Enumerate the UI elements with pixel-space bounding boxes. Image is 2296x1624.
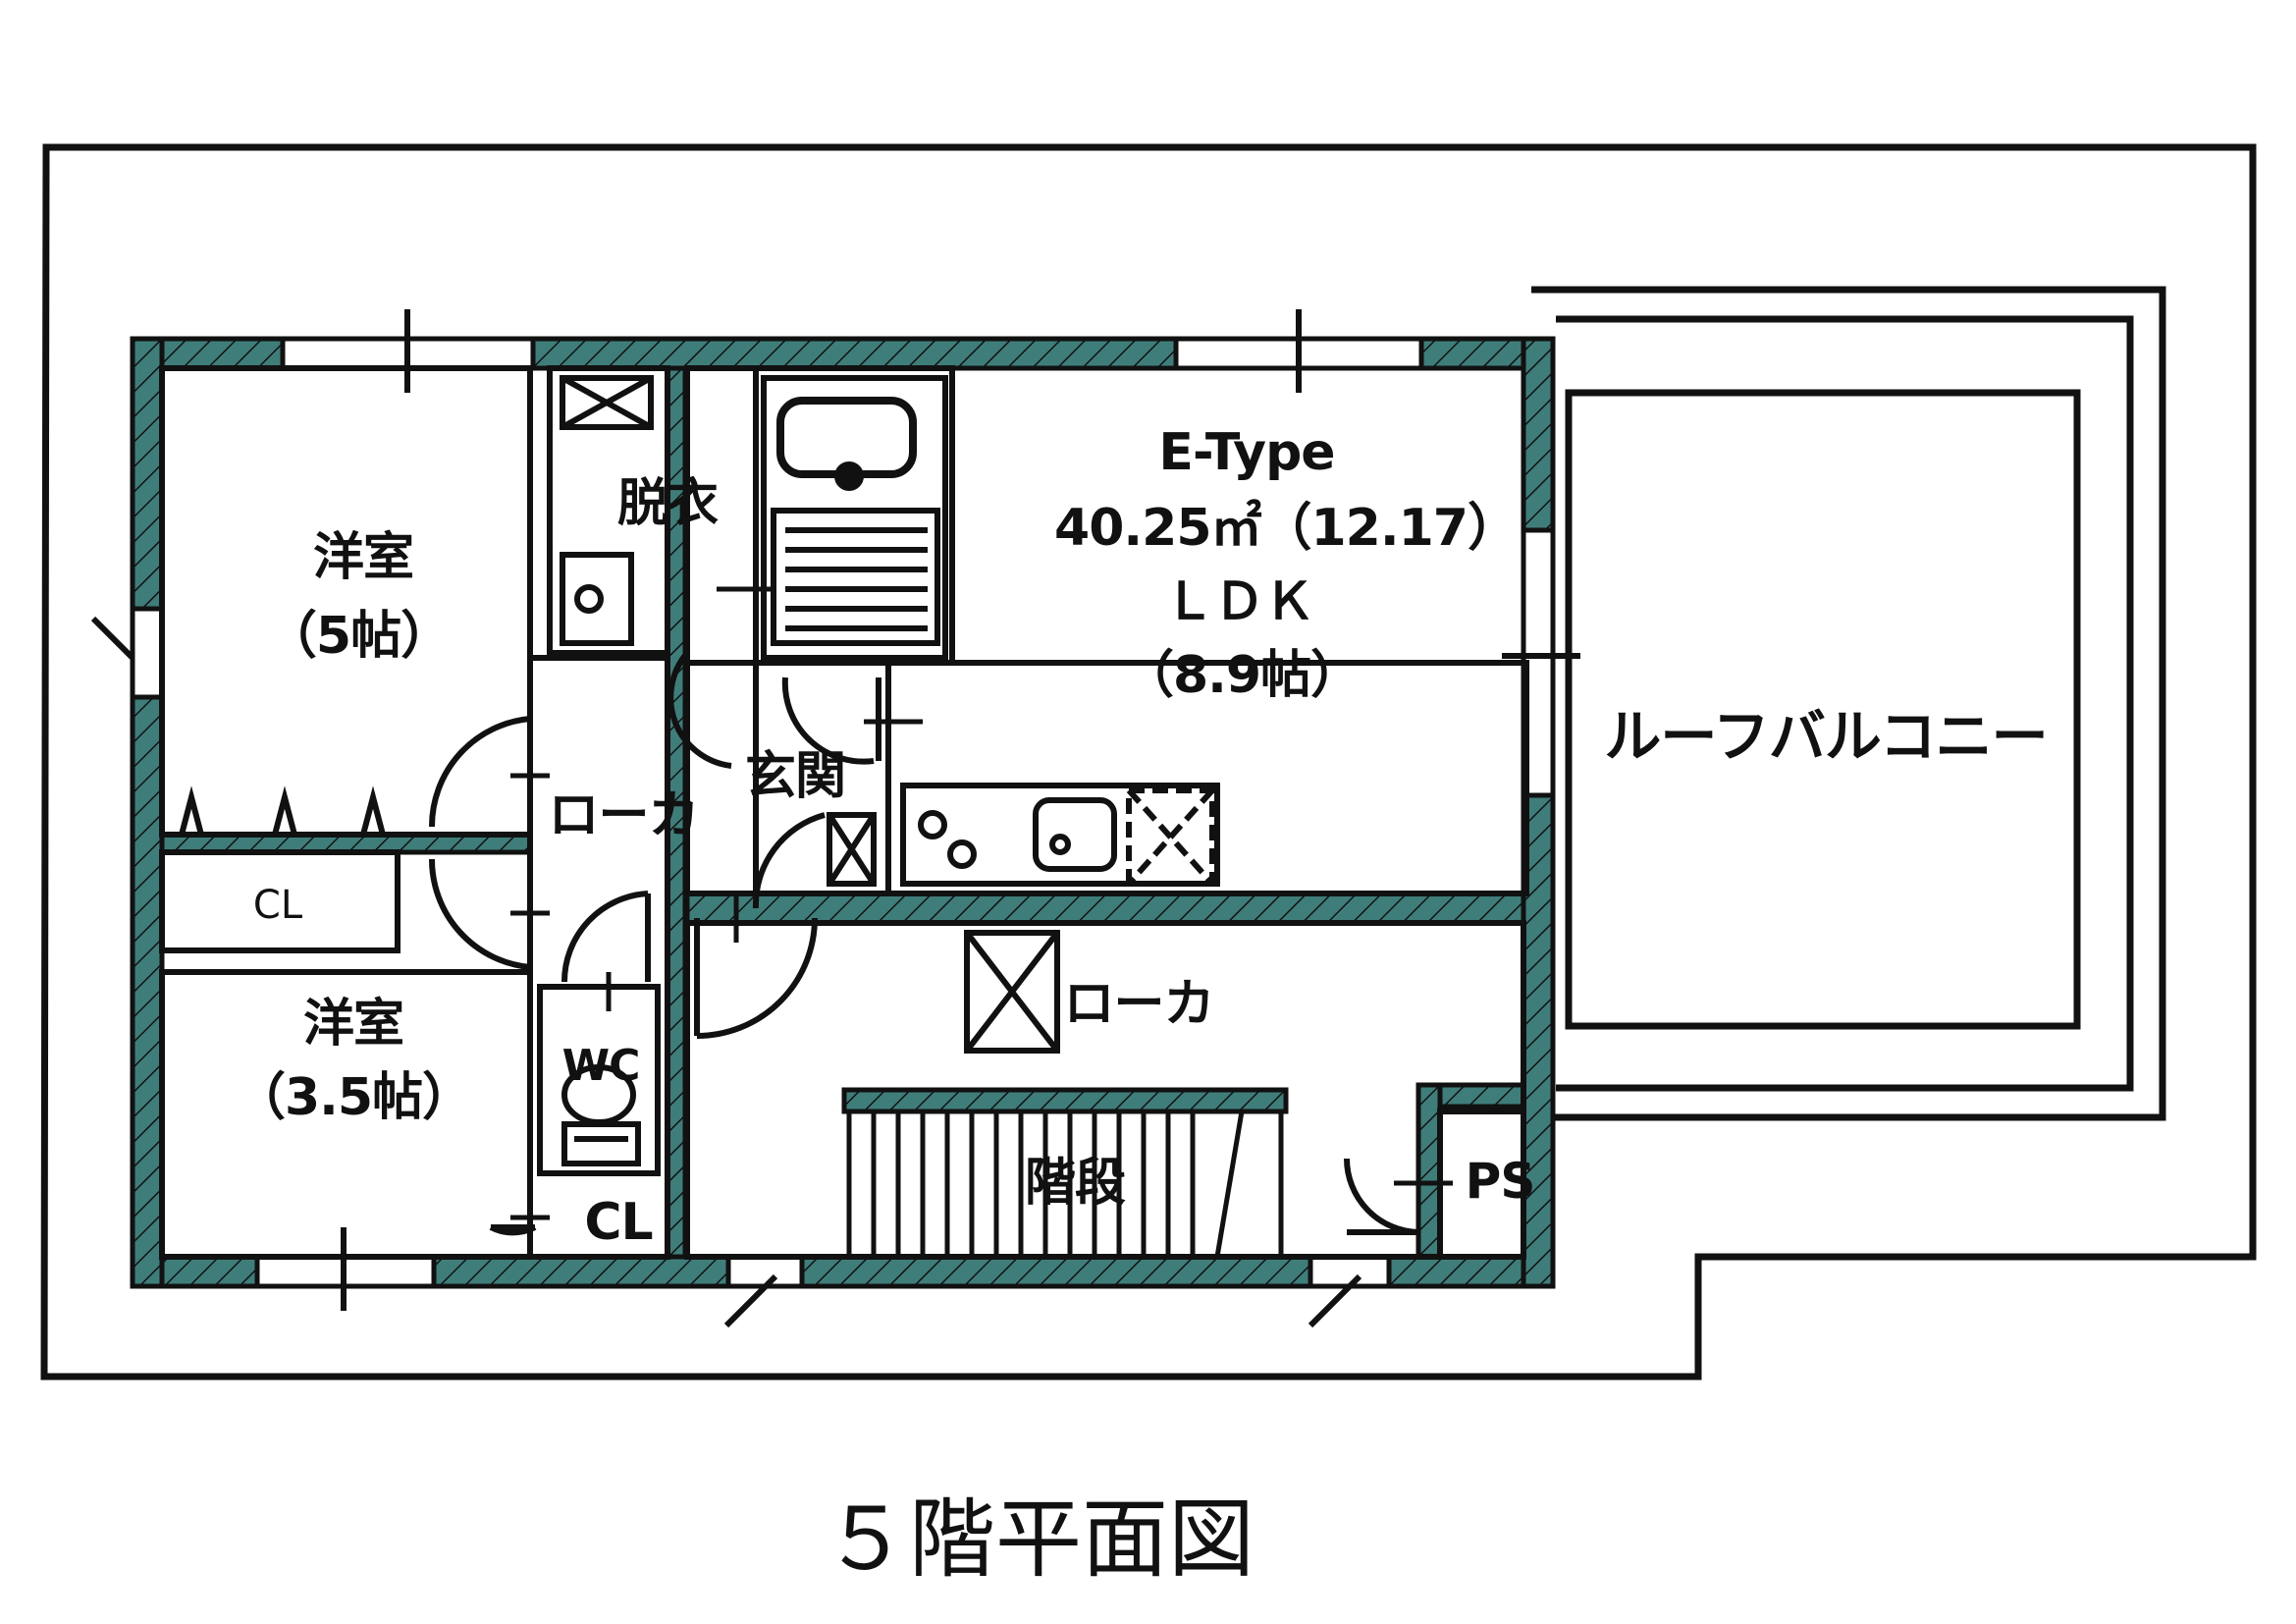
corridor-label: ローカ xyxy=(548,786,698,845)
floor-plan-caption: ５階平面図 xyxy=(823,1489,1255,1590)
stairs-treads xyxy=(846,1109,1284,1260)
closet-1-label: CL xyxy=(253,883,303,928)
toilet-fixture xyxy=(561,1064,641,1166)
roof-outline xyxy=(40,143,2257,1380)
entrance-label: 玄関 xyxy=(745,747,845,806)
ldk-size: （8.9帖） xyxy=(1123,646,1361,705)
roof-balcony-railing xyxy=(1531,286,2166,1121)
ldk-name: ＬＤＫ xyxy=(1163,572,1313,631)
pipe-space-label: PS xyxy=(1466,1153,1535,1210)
dressing-label: 脱衣 xyxy=(617,474,719,533)
western-room-2-name: 洋室 xyxy=(303,995,403,1054)
room-lines xyxy=(159,365,1529,1260)
closet-marks xyxy=(179,785,386,836)
corridor-storage xyxy=(964,930,1060,1054)
western-room-1-name: 洋室 xyxy=(313,528,413,587)
toilet-label: WC xyxy=(562,1041,640,1091)
window-marks xyxy=(90,309,1580,1328)
western-room-1-size: （5帖） xyxy=(266,607,451,666)
unit-bath xyxy=(761,375,948,661)
door-ticks xyxy=(510,586,1453,1220)
roof-balcony-label: ルーフバルコニー xyxy=(1604,703,2047,770)
closet-2-label: CL xyxy=(584,1193,652,1252)
corridor-2-label: ローカ xyxy=(1063,975,1213,1034)
doors xyxy=(428,651,1419,1236)
western-room-2-size: （3.5帖） xyxy=(235,1068,472,1127)
ldk-type: E-Type xyxy=(1158,423,1334,482)
stairs-label: 階段 xyxy=(1025,1154,1126,1213)
ldk-area: 40.25㎡（12.17） xyxy=(1054,499,1518,558)
kitchen-counter xyxy=(827,783,1220,887)
